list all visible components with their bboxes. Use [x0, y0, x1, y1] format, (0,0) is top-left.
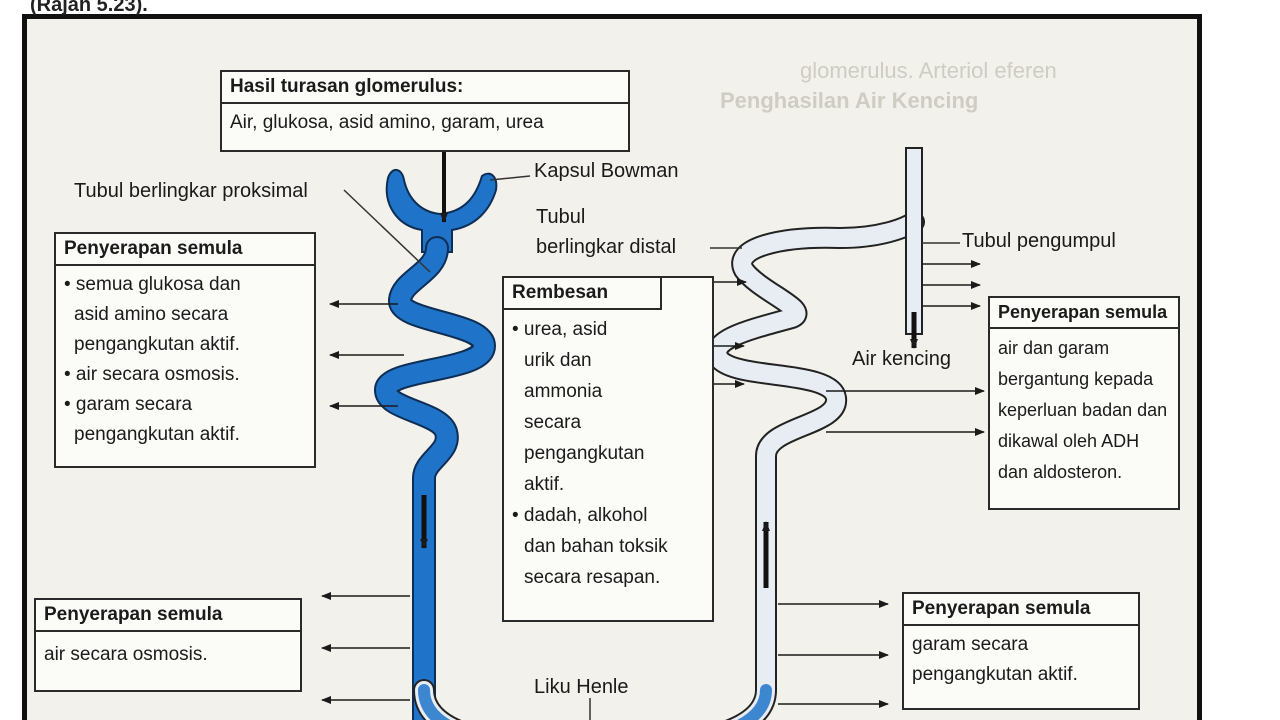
top-caption: (Rajah 5.23). — [30, 0, 148, 16]
box-line: air dan garam — [998, 338, 1110, 358]
label-liku-henle: Liku Henle — [534, 676, 629, 698]
box-line: urik dan — [524, 350, 592, 371]
box-line: dan bahan toksik — [524, 536, 668, 557]
box-line: secara resapan. — [524, 567, 661, 588]
box-line: pengangkutan — [524, 443, 645, 464]
box-line: ammonia — [524, 381, 603, 402]
secretion-box: Rembesan • urea, asid urik dan ammonia s… — [502, 276, 714, 622]
label-tubul-distal-1: Tubul — [536, 206, 586, 228]
reabsorption-arrows-descending — [321, 592, 410, 704]
box-line: • urea, asid — [512, 319, 608, 340]
box-line: pengangkutan aktif. — [74, 334, 240, 355]
box-title: Penyerapan semula — [56, 234, 314, 266]
label-tubul-pengumpul: Tubul pengumpul — [962, 230, 1116, 252]
collecting-reabsorption-box: Penyerapan semula air dan garam bergantu… — [988, 296, 1180, 510]
box-title: Hasil turasan glomerulus: — [222, 72, 628, 104]
box-line: • dadah, alkohol — [512, 505, 648, 526]
box-title: Penyerapan semula — [990, 298, 1178, 329]
faint-bleed-text: Penghasilan Air Kencing — [720, 88, 979, 113]
box-line: dikawal oleh ADH — [998, 431, 1140, 451]
label-air-kencing: Air kencing — [852, 348, 951, 370]
box-line: • semua glukosa dan — [64, 274, 241, 295]
descending-reabsorption-box: Penyerapan semula air secara osmosis. — [34, 598, 302, 692]
loop-of-henle — [413, 211, 925, 720]
box-line: • garam secara — [64, 394, 193, 415]
box-line: dan aldosteron. — [998, 462, 1123, 482]
box-line: asid amino secara — [74, 304, 229, 325]
label-kapsul-bowman: Kapsul Bowman — [534, 160, 679, 182]
label-tubul-distal-2: berlingkar distal — [536, 236, 677, 258]
reabsorption-arrows-proximal — [329, 300, 404, 410]
label-tubul-proksimal: Tubul berlingkar proksimal — [74, 180, 308, 202]
bowman-capsule — [385, 169, 498, 253]
box-line: secara — [524, 412, 582, 433]
box-line: keperluan badan dan — [998, 400, 1168, 420]
leader-lines — [343, 175, 960, 720]
box-content: air secara osmosis. — [44, 644, 208, 665]
glomerular-filtrate-box: Hasil turasan glomerulus: Air, glukosa, … — [220, 70, 630, 152]
reabsorption-arrows-collecting — [922, 260, 981, 310]
box-title: Penyerapan semula — [904, 594, 1138, 626]
box-line: • air secara osmosis. — [64, 364, 240, 385]
box-title: Penyerapan semula — [36, 600, 300, 632]
box-line: garam secara — [912, 634, 1029, 655]
ascending-reabsorption-box: Penyerapan semula garam secara pengangku… — [902, 592, 1140, 710]
proximal-tubule — [374, 236, 496, 720]
box-line: aktif. — [524, 474, 565, 495]
box-line: pengangkutan aktif. — [74, 424, 240, 445]
faint-bleed-text: glomerulus. Arteriol eferen — [800, 58, 1057, 83]
reabsorption-arrows-distal — [826, 387, 985, 436]
box-line: pengangkutan aktif. — [912, 664, 1078, 685]
box-title: Rembesan — [504, 278, 662, 310]
reabsorption-arrows-ascending — [778, 600, 889, 708]
box-content: Air, glukosa, asid amino, garam, urea — [230, 112, 544, 133]
collecting-duct — [905, 147, 923, 349]
proximal-reabsorption-box: Penyerapan semula • semua glukosa dan as… — [54, 232, 316, 468]
box-line: bergantung kepada — [998, 369, 1154, 389]
